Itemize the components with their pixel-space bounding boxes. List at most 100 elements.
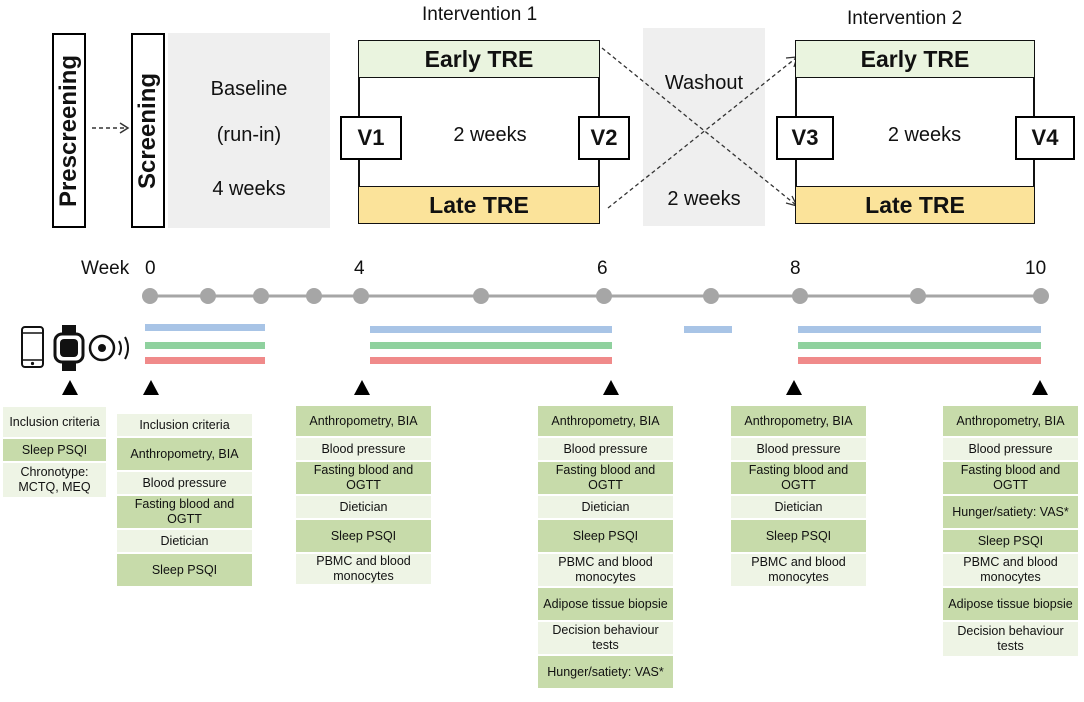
assessment-cell: Sleep PSQI [117, 554, 252, 586]
assessment-cell: PBMC and blood monocytes [731, 554, 866, 586]
assessment-cell: Chronotype: MCTQ, MEQ [3, 463, 106, 497]
intervention-1-late-tre: Late TRE [358, 186, 600, 224]
assessment-cell: Blood pressure [731, 438, 866, 460]
measurement-bar-green [370, 342, 612, 349]
timeline-dot [306, 288, 322, 304]
assessment-cell: Anthropometry, BIA [296, 406, 431, 436]
week-tick-8: 8 [790, 258, 801, 279]
intervention-1-duration: 2 weeks [453, 124, 527, 146]
visit-marker-v3 [786, 380, 802, 395]
assessment-cell: Sleep PSQI [731, 520, 866, 552]
timeline-dot [142, 288, 158, 304]
measurement-bar-red [798, 357, 1041, 364]
assessment-cell: Adipose tissue biopsie [538, 588, 673, 620]
timeline-dots [142, 288, 1049, 304]
visit-marker-v1 [354, 380, 370, 395]
assessment-cell: Blood pressure [117, 472, 252, 494]
assessment-cell: PBMC and blood monocytes [538, 554, 673, 586]
assessment-cell: Dietician [731, 496, 866, 518]
measurement-bars [145, 324, 1041, 364]
sensor-icon [88, 334, 129, 362]
timeline-dot [596, 288, 612, 304]
washout-label: Washout [664, 72, 744, 94]
screening-label: Screening [134, 72, 161, 189]
baseline-label: Baseline [210, 78, 288, 100]
measurement-bar-blue [684, 326, 732, 333]
assessment-cell: Fasting blood and OGTT [117, 496, 252, 528]
measurement-bar-red [370, 357, 612, 364]
measurement-bar-green [145, 342, 265, 349]
washout-duration: 2 weeks [667, 188, 741, 210]
visit-v3: V3 [776, 116, 834, 160]
assessment-cell: Fasting blood and OGTT [731, 462, 866, 494]
intervention-2-late-tre: Late TRE [795, 186, 1035, 224]
visit-marker-screening [143, 380, 159, 395]
timeline-dot [792, 288, 808, 304]
visit-v4: V4 [1015, 116, 1075, 160]
week-axis-label: Week [81, 258, 130, 279]
timeline-dot [1033, 288, 1049, 304]
assessment-cell: Decision behaviour tests [943, 622, 1078, 656]
assessment-cell: Blood pressure [538, 438, 673, 460]
timeline-dot [473, 288, 489, 304]
assessment-cell: Inclusion criteria [3, 407, 106, 437]
timeline [142, 288, 1049, 364]
timeline-dot [910, 288, 926, 304]
measurement-bar-blue [798, 326, 1041, 333]
measurement-bar-red [145, 357, 265, 364]
assessment-cell: Anthropometry, BIA [943, 406, 1078, 436]
assessment-cell: Fasting blood and OGTT [296, 462, 431, 494]
visit-v2: V2 [578, 116, 630, 160]
screening-box: Screening [131, 33, 165, 228]
intervention-2-duration: 2 weeks [887, 124, 962, 146]
visit-marker-v2 [603, 380, 619, 395]
intervention-1-title: Intervention 1 [422, 4, 538, 25]
assessment-cell: Dietician [117, 530, 252, 552]
measurement-bar-blue [145, 324, 265, 331]
week-tick-6: 6 [597, 258, 608, 279]
visit-marker-v4 [1032, 380, 1048, 395]
smartphone-icon [21, 326, 44, 368]
assessment-cell: Inclusion criteria [117, 414, 252, 436]
assessment-cell: Adipose tissue biopsie [943, 588, 1078, 620]
assessment-cell: Sleep PSQI [943, 530, 1078, 552]
assessment-cell: Anthropometry, BIA [731, 406, 866, 436]
timeline-dot [703, 288, 719, 304]
timeline-dot [200, 288, 216, 304]
week-tick-4: 4 [354, 258, 365, 279]
washout-panel [643, 28, 765, 226]
assessment-cell: Hunger/satiety: VAS* [943, 496, 1078, 528]
prescreening-box: Prescreening [52, 33, 86, 228]
prescreening-label: Prescreening [55, 54, 82, 207]
intervention-1-early-tre: Early TRE [358, 40, 600, 78]
assessment-cell: Dietician [296, 496, 431, 518]
assessment-cell: Dietician [538, 496, 673, 518]
timeline-dot [253, 288, 269, 304]
visit-v1: V1 [340, 116, 402, 160]
assessment-cell: Blood pressure [296, 438, 431, 460]
assessment-cell: Sleep PSQI [3, 439, 106, 461]
baseline-sublabel: (run-in) [216, 124, 282, 146]
assessment-cell: Sleep PSQI [296, 520, 431, 552]
assessment-cell: Fasting blood and OGTT [943, 462, 1078, 494]
smartwatch-icon [53, 325, 85, 371]
assessment-cell: PBMC and blood monocytes [296, 554, 431, 584]
week-tick-0: 0 [145, 258, 156, 279]
assessment-cell: Hunger/satiety: VAS* [538, 656, 673, 688]
prescreening-to-screening-arrow [92, 122, 130, 134]
assessment-cell: Sleep PSQI [538, 520, 673, 552]
assessment-cell: Blood pressure [943, 438, 1078, 460]
intervention-2-early-tre: Early TRE [795, 40, 1035, 78]
assessment-cell: Decision behaviour tests [538, 622, 673, 654]
assessment-cell: Anthropometry, BIA [538, 406, 673, 436]
assessment-cell: PBMC and blood monocytes [943, 554, 1078, 586]
visit-marker-prescreening [62, 380, 78, 395]
timeline-dot [353, 288, 369, 304]
